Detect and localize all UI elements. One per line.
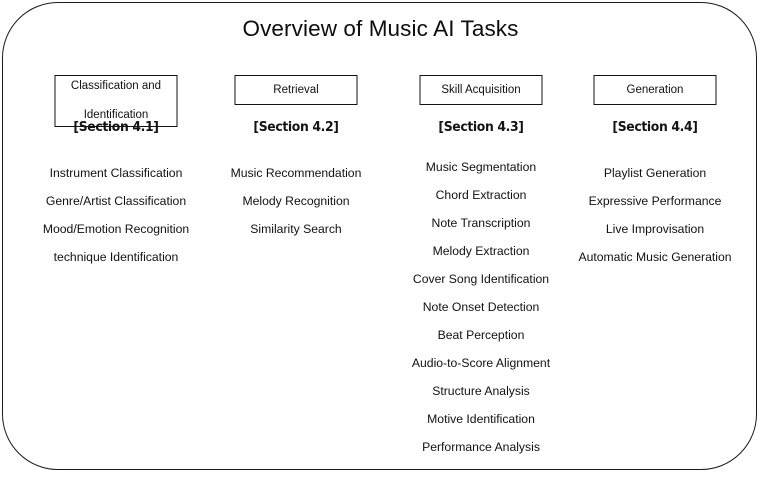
category-label: Retrieval	[273, 83, 319, 96]
category-box-generation[interactable]: Generation	[593, 75, 717, 105]
category-label-line1: Classification and	[70, 80, 162, 92]
category-box-classification-and-identification[interactable]: Classification and Identification	[54, 75, 178, 127]
list-item: Audio-to-Score Alignment	[411, 356, 551, 370]
list-item: Cover Song Identification	[412, 272, 550, 286]
list-item: Music Segmentation	[425, 160, 537, 174]
list-item: Mood/Emotion Recognition	[42, 222, 190, 236]
figure-title: Overview of Music AI Tasks	[242, 16, 519, 41]
list-item: Melody Extraction	[432, 244, 530, 258]
section-reference-4-2: [Section 4.2]	[253, 119, 339, 135]
list-item: Playlist Generation	[603, 166, 707, 180]
task-list-retrieval: Music Recommendation Melody Recognition …	[186, 159, 406, 243]
list-item: Beat Perception	[437, 328, 525, 342]
list-item: Similarity Search	[250, 222, 342, 236]
list-item: Performance Analysis	[422, 440, 540, 454]
section-reference-4-1: [Section 4.1]	[73, 119, 159, 135]
list-item: Expressive Performance	[588, 194, 722, 208]
category-label: Skill Acquisition	[441, 83, 521, 96]
list-item: Melody Recognition	[242, 194, 350, 208]
list-item: Music Recommendation	[230, 166, 362, 180]
rounded-frame-border	[2, 2, 757, 470]
list-item: Note Transcription	[431, 216, 531, 230]
list-item: Automatic Music Generation	[578, 250, 732, 264]
task-list-classification-and-identification: Instrument Classification Genre/Artist C…	[6, 159, 226, 271]
category-label: Generation	[626, 83, 684, 96]
list-item: Note Onset Detection	[422, 300, 540, 314]
list-item: Live Improvisation	[605, 222, 705, 236]
list-item: Instrument Classification	[49, 166, 183, 180]
section-reference-4-3: [Section 4.3]	[438, 119, 524, 135]
task-list-skill-acquisition: Music Segmentation Chord Extraction Note…	[371, 153, 591, 461]
list-item: Structure Analysis	[432, 384, 530, 398]
list-item: Chord Extraction	[435, 188, 527, 202]
category-label-line2: Identification	[83, 109, 149, 121]
section-reference-4-4: [Section 4.4]	[612, 119, 698, 135]
list-item: Motive Identification	[427, 412, 535, 426]
task-list-generation: Playlist Generation Expressive Performan…	[545, 159, 761, 271]
list-item: technique Identification	[53, 250, 179, 264]
category-box-skill-acquisition[interactable]: Skill Acquisition	[419, 75, 543, 105]
list-item: Genre/Artist Classification	[45, 194, 187, 208]
category-box-retrieval[interactable]: Retrieval	[234, 75, 358, 105]
